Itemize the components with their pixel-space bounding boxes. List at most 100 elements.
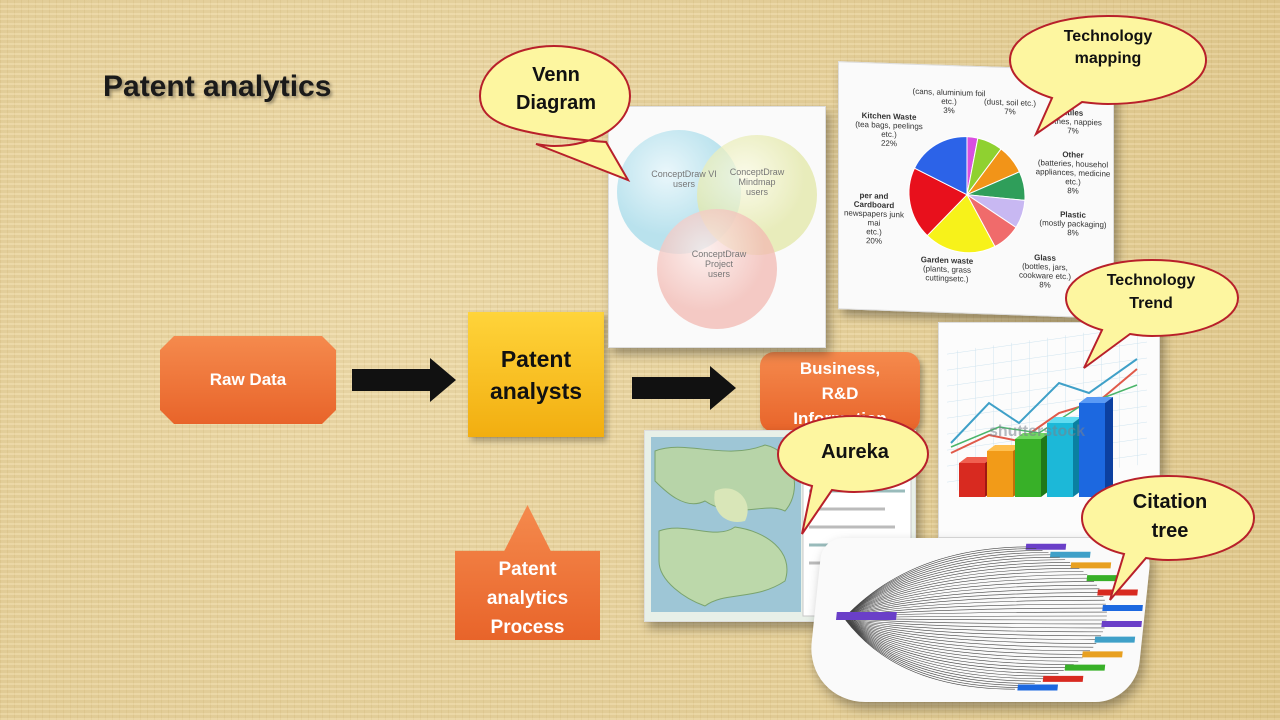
tree-node-label [1101, 620, 1142, 627]
venn-c2-line2: Mindmap [738, 177, 776, 187]
tree-root-node [836, 612, 897, 620]
pie-label-paper: per and Cardboard newspapers junk mai et… [839, 190, 909, 246]
business-line2: R&D [821, 384, 859, 403]
tree-branch [844, 565, 1075, 619]
tree-branch [843, 617, 1059, 674]
tree-branch [844, 571, 1084, 619]
citation-callout-line2: tree [1151, 520, 1189, 542]
tree-branch [843, 617, 1064, 671]
venn-label-mindmap: ConceptDraw Mindmap users [721, 167, 793, 197]
tree-node-label [1070, 562, 1112, 569]
tree-branch [844, 617, 1083, 659]
arrow-right-icon [352, 358, 456, 402]
tree-branch [844, 584, 1097, 619]
venn-c3-line2: Project [704, 259, 733, 269]
techtrend-callout-line1: Technology [1106, 272, 1196, 289]
venn-c1-line1: ConceptDraw VI [651, 169, 717, 179]
tree-branch [843, 617, 1015, 690]
process-line3: Process [490, 617, 565, 638]
tree-branch [844, 617, 1105, 629]
citation-tree-graphic [836, 543, 1143, 691]
venn-c2-line3: users [745, 187, 768, 197]
tree-node-label [1017, 684, 1059, 691]
tree-node-label [1025, 543, 1067, 550]
venn-callout-line2: Diagram [515, 92, 597, 114]
aureka-callout: Aureka [821, 440, 889, 463]
tree-branch [844, 617, 1087, 655]
tree-branch [843, 617, 1053, 677]
bar-cyan [1047, 417, 1081, 497]
venn-label-project: ConceptDraw Project users [679, 249, 759, 279]
page-title: Patent analytics [103, 70, 332, 103]
tree-branch [844, 562, 1071, 619]
tree-branch [844, 617, 1091, 652]
tree-branch [843, 617, 1022, 688]
citation-callout-line1: Citation [1132, 491, 1208, 513]
tree-branch [844, 617, 1104, 633]
pie-slice [908, 167, 968, 237]
tree-branch [844, 559, 1066, 619]
trend-bars-graphic [947, 323, 1147, 497]
tree-branch [844, 568, 1080, 619]
tree-branch [844, 592, 1102, 619]
pie-label-plastic: Plastic (mostly packaging) 8% [1033, 209, 1113, 239]
tree-branch [843, 617, 1035, 684]
techmap-callout-line2: mapping [1074, 50, 1142, 67]
tree-branch [844, 617, 1074, 665]
pie-chart [908, 136, 1026, 254]
pie-label-4-line2: newspapers junk mai [843, 208, 905, 228]
tree-branch [844, 546, 1030, 619]
tree-branch [844, 574, 1088, 619]
venn-callout-line1: Venn [532, 64, 580, 86]
technology-mapping-image: (cans, aluminium foil etc.) 3% (dust, so… [838, 61, 1114, 319]
techtrend-callout-line2: Trend [1129, 295, 1173, 312]
pie-slice [913, 136, 968, 196]
venn-circles [617, 130, 817, 329]
patent-analysts-box: Patent analysts [468, 312, 604, 437]
venn-c3-line3: users [707, 269, 730, 279]
techmap-callout: Technology mapping [1030, 24, 1186, 72]
tree-branch [843, 617, 1069, 668]
citation-callout-bubble [1080, 474, 1256, 601]
process-line1: Patent [498, 559, 557, 580]
tree-branch [844, 617, 1079, 662]
business-line1: Business, [799, 359, 881, 378]
tree-branch [844, 548, 1037, 619]
pie-label-kitchen: Kitchen Waste (tea bags, peelings etc.) … [843, 110, 935, 149]
pie-label-other: Other (batteries, househol appliances, m… [1033, 149, 1113, 197]
watermark-text: shutterstock [989, 423, 1086, 440]
venn-c3-line1: ConceptDraw [691, 249, 747, 259]
tree-branch [844, 554, 1055, 619]
pie-slice [926, 193, 996, 254]
techtrend-callout: Technology Trend [1084, 268, 1218, 316]
tree-branch [844, 588, 1100, 619]
pie-label-garden: Garden waste (plants, grass cuttingsetc.… [911, 255, 983, 285]
tree-branch [844, 581, 1095, 619]
tree-branch [843, 617, 1029, 686]
pie-label-metal: (cans, aluminium foil etc.) 3% [909, 87, 989, 117]
tree-branch [844, 556, 1060, 619]
tree-node-label [1064, 664, 1106, 671]
analysts-line1: Patent [500, 345, 572, 372]
citation-callout: Citation tree [1100, 488, 1240, 546]
venn-c1-line2: users [672, 179, 695, 189]
analysts-line2: analysts [489, 377, 583, 404]
citation-tree-image [805, 538, 1153, 702]
tree-node-label [1102, 605, 1143, 612]
venn-callout-bubble [478, 44, 632, 182]
process-line2: analytics [486, 588, 569, 609]
tree-branch [844, 617, 1102, 637]
raw-data-box: Raw Data [160, 336, 336, 424]
venn-label-vi: ConceptDraw VI users [639, 169, 729, 189]
tree-node-label [1042, 675, 1084, 682]
bar-green [1015, 433, 1049, 497]
tree-node-label [1082, 651, 1123, 658]
process-label: Patent analytics Process [455, 555, 600, 642]
tree-branch [843, 617, 1048, 680]
tree-node-label [1094, 636, 1136, 643]
tree-branch [844, 577, 1091, 619]
arrow-right-icon [632, 366, 736, 410]
tree-branch [844, 617, 1099, 640]
techmap-callout-bubble [1008, 14, 1208, 137]
tree-branch [844, 552, 1049, 619]
